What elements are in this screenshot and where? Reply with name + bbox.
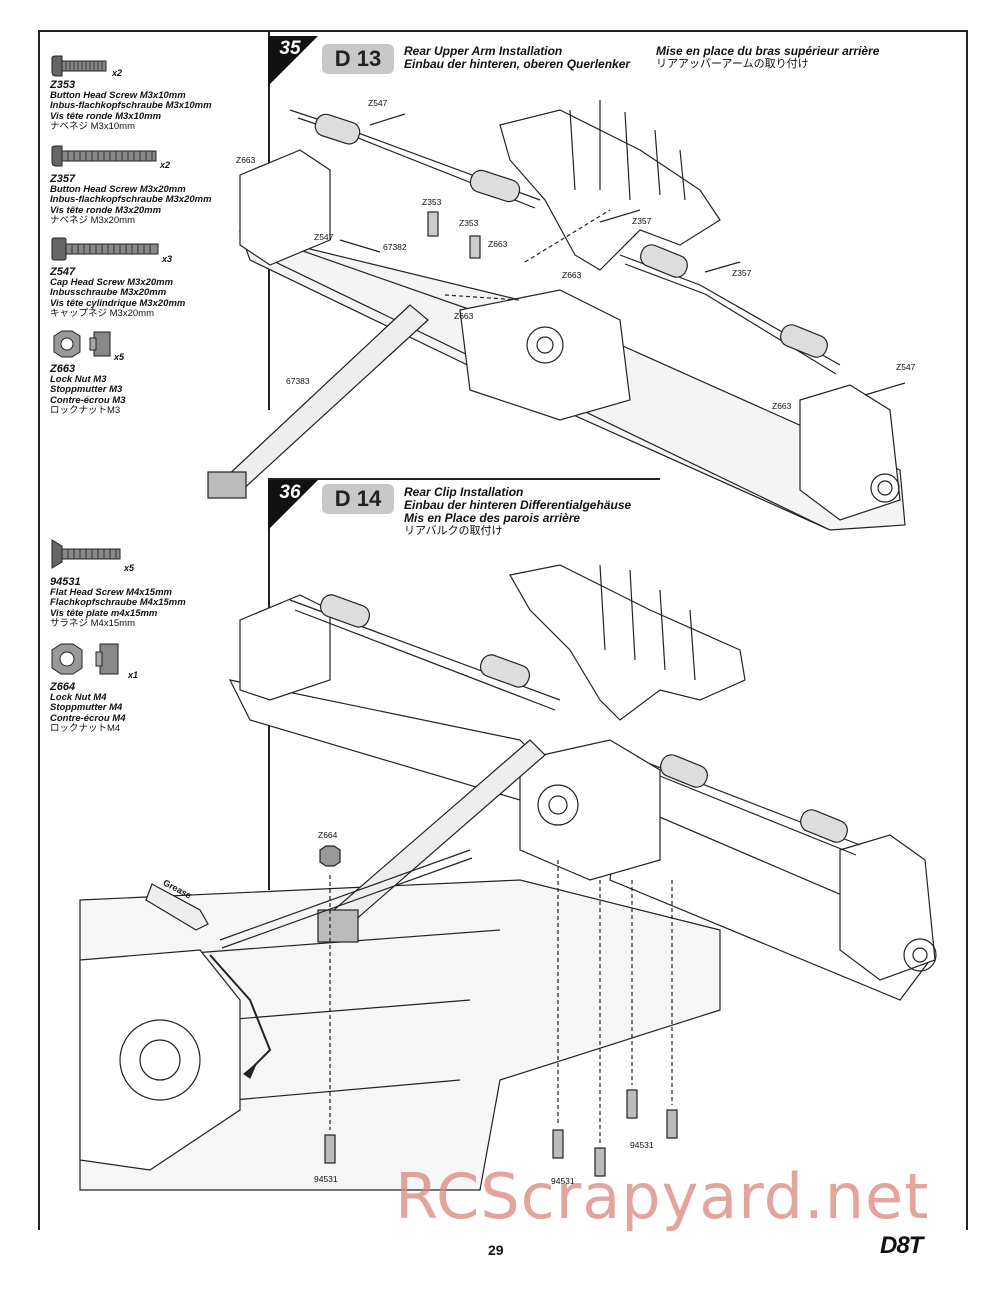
z663-qty: x5 bbox=[114, 352, 125, 362]
part-name-de: Stoppmutter M4 bbox=[50, 702, 123, 713]
button-head-screw-long-icon bbox=[51, 145, 157, 167]
z357-qty: x2 bbox=[160, 160, 171, 170]
callout-z357-b: Z357 bbox=[732, 268, 752, 278]
part-name-en: Button Head Screw M3x20mm bbox=[50, 183, 186, 195]
part-code: Z663 bbox=[50, 363, 76, 375]
part-z353: Z353 Button Head Screw M3x10mm Inbus-fla… bbox=[50, 80, 212, 133]
part-z357: Z357 Button Head Screw M3x20mm Inbus-fla… bbox=[50, 174, 212, 227]
lock-nut-m4-icon bbox=[51, 643, 119, 675]
d8t-logo: D8T bbox=[880, 1232, 923, 1259]
page-frame-right bbox=[966, 30, 968, 1230]
part-code: Z353 bbox=[50, 79, 76, 91]
part-z663: Z663 Lock Nut M3 Stoppmutter M3 Contre-é… bbox=[50, 364, 125, 417]
94531-qty: x5 bbox=[124, 563, 135, 573]
part-code: Z547 bbox=[50, 266, 76, 278]
part-code: 94531 bbox=[50, 576, 81, 588]
callout-67382: 67382 bbox=[383, 242, 407, 252]
cap-head-screw-icon bbox=[51, 237, 159, 261]
lock-nut-m3-icon bbox=[53, 330, 111, 358]
callout-z353-a: Z353 bbox=[422, 197, 442, 207]
callout-z663-c: Z663 bbox=[562, 270, 582, 280]
rear-clip-drawing bbox=[79, 564, 937, 1191]
part-name-en: Lock Nut M3 bbox=[50, 373, 107, 385]
step35-title-ja: リアアッパーアームの取り付け bbox=[656, 58, 809, 70]
part-name-ja: キャップネジ M3x20mm bbox=[50, 308, 154, 319]
step35-title-en: Rear Upper Arm Installation bbox=[404, 44, 563, 58]
watermark: RCScrapyard.net bbox=[395, 1160, 930, 1233]
step35-badge: 35 bbox=[268, 36, 324, 88]
part-name-de: Inbus-flachkopfschraube M3x20mm bbox=[50, 194, 212, 205]
callout-94531-b: 94531 bbox=[551, 1176, 575, 1186]
step36-top-rule bbox=[268, 478, 660, 480]
part-name-ja: ナベネジ M3x10mm bbox=[50, 121, 135, 132]
button-head-screw-icon bbox=[51, 55, 107, 77]
step35-title-right: Mise en place du bras supérieur arrière … bbox=[656, 45, 879, 71]
step36-title-fr: Mis en Place des parois arrière bbox=[404, 511, 581, 525]
callout-94531-c: 94531 bbox=[630, 1140, 654, 1150]
part-z664: Z664 Lock Nut M4 Stoppmutter M4 Contre-é… bbox=[50, 682, 125, 735]
part-name-de: Stoppmutter M3 bbox=[50, 384, 123, 395]
part-name-ja: ロックナットM4 bbox=[50, 723, 121, 734]
part-name-en: Button Head Screw M3x10mm bbox=[50, 89, 186, 101]
callout-z663-left: Z663 bbox=[236, 155, 256, 165]
step35-title-left: Rear Upper Arm Installation Einbau der h… bbox=[404, 45, 630, 71]
callout-z663-d: Z663 bbox=[454, 311, 474, 321]
part-code: Z357 bbox=[50, 173, 76, 185]
part-name-fr: Vis tête plate m4x15mm bbox=[50, 607, 158, 619]
callout-z547-left: Z547 bbox=[314, 232, 334, 242]
step36-title-ja: リアバルクの取付け bbox=[404, 525, 503, 537]
part-name-ja: ロックナットM3 bbox=[50, 405, 121, 416]
part-name-de: Flachkopfschraube M4x15mm bbox=[50, 597, 186, 608]
part-name-en: Cap Head Screw M3x20mm bbox=[50, 276, 174, 288]
part-name-ja: ナベネジ M3x20mm bbox=[50, 215, 135, 226]
step35-number: 35 bbox=[279, 38, 301, 59]
z547-qty: x3 bbox=[162, 254, 173, 264]
callout-z547-top: Z547 bbox=[368, 98, 388, 108]
part-name-de: Inbus-flachkopfschraube M3x10mm bbox=[50, 100, 212, 111]
z664-qty: x1 bbox=[128, 670, 139, 680]
flat-head-screw-icon bbox=[51, 539, 121, 569]
part-code: Z664 bbox=[50, 681, 76, 693]
callout-z664: Z664 bbox=[318, 830, 338, 840]
page-frame-top bbox=[38, 30, 968, 32]
rear-upper-arm-drawing bbox=[207, 100, 906, 531]
step36-number: 36 bbox=[279, 482, 301, 503]
callout-94531-a: 94531 bbox=[314, 1174, 338, 1184]
part-name-fr: Contre-écrou M4 bbox=[50, 712, 126, 724]
part-name-en: Lock Nut M4 bbox=[50, 691, 107, 703]
part-name-en: Flat Head Screw M4x15mm bbox=[50, 586, 172, 598]
part-name-fr: Vis tête cylindrique M3x20mm bbox=[50, 297, 186, 309]
callout-z353-b: Z353 bbox=[459, 218, 479, 228]
callout-z663-mid: Z663 bbox=[488, 239, 508, 249]
callout-z357-a: Z357 bbox=[632, 216, 652, 226]
step36-title-de: Einbau der hinteren Differentialgehäuse bbox=[404, 498, 632, 512]
step36-title: Rear Clip Installation Einbau der hinter… bbox=[404, 486, 631, 538]
part-name-de: Inbusschraube M3x20mm bbox=[50, 287, 167, 298]
part-z547: Z547 Cap Head Screw M3x20mm Inbusschraub… bbox=[50, 267, 185, 320]
step36-code: D 14 bbox=[322, 484, 394, 514]
step35-code: D 13 bbox=[322, 44, 394, 74]
part-94531: 94531 Flat Head Screw M4x15mm Flachkopfs… bbox=[50, 577, 186, 630]
step35-title-de: Einbau der hinteren, oberen Querlenker bbox=[404, 57, 631, 71]
part-name-fr: Vis tête ronde M3x10mm bbox=[50, 110, 162, 122]
step36-badge: 36 bbox=[268, 480, 324, 532]
step36-title-en: Rear Clip Installation bbox=[404, 485, 524, 499]
page-number: 29 bbox=[488, 1242, 504, 1258]
callout-z547-right: Z547 bbox=[896, 362, 916, 372]
callout-z663-e: Z663 bbox=[772, 401, 792, 411]
part-name-fr: Vis tête ronde M3x20mm bbox=[50, 204, 162, 216]
part-name-ja: サラネジ M4x15mm bbox=[50, 618, 135, 629]
z353-qty: x2 bbox=[112, 68, 123, 78]
part-name-fr: Contre-écrou M3 bbox=[50, 394, 126, 406]
page-frame-left bbox=[38, 30, 40, 1230]
callout-67383: 67383 bbox=[286, 376, 310, 386]
step35-title-fr: Mise en place du bras supérieur arrière bbox=[656, 44, 880, 58]
